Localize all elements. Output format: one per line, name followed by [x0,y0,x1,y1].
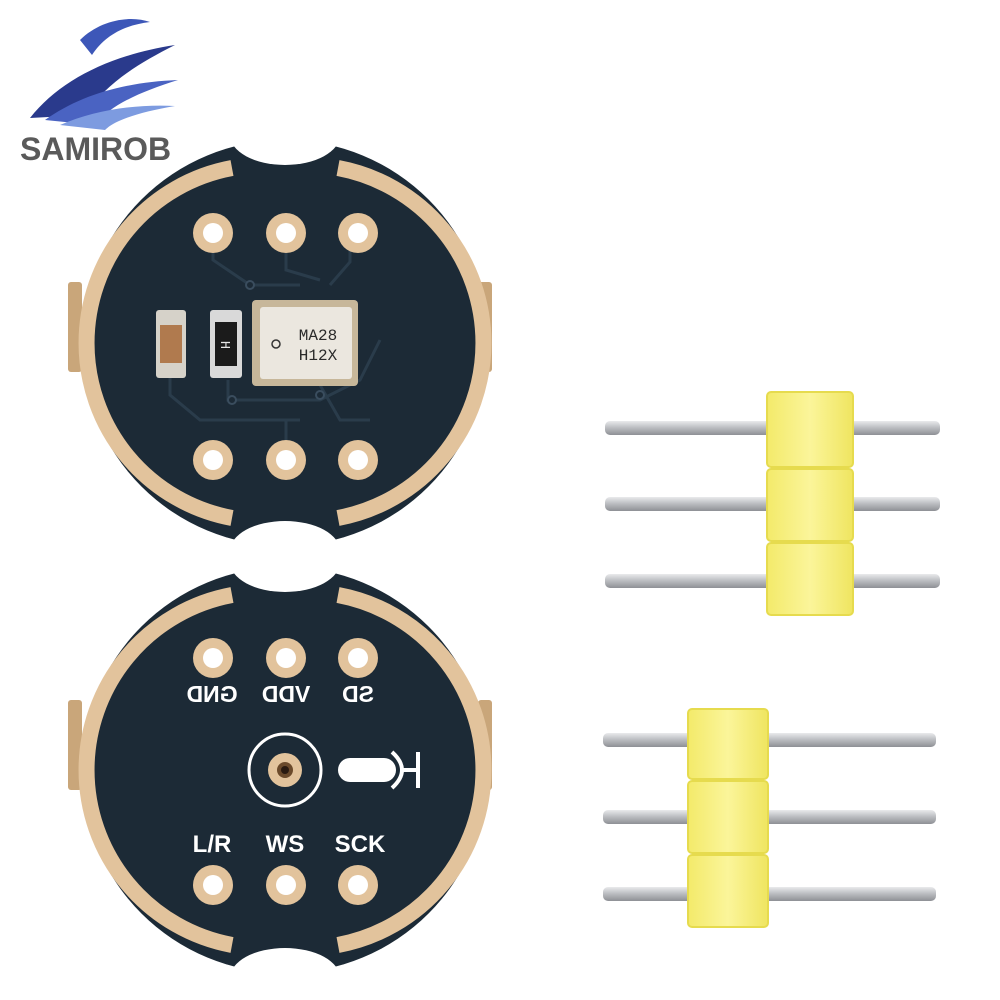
mic-board-top: H MA28 H12X [68,130,492,550]
brand-logo: SAMIROB [20,19,178,167]
mic-chip: MA28 H12X [252,300,358,386]
chip-line-1: MA28 [299,327,337,345]
header-plastic [766,391,854,616]
chip-line-2: H12X [299,347,338,365]
pad-row-top [193,213,378,253]
pin-header-top [605,391,940,616]
header-pins-lower [603,733,936,901]
header-plastic-lower [687,708,769,928]
label-lr: L/R [193,831,232,858]
mic-board-bottom: GND VDD SD L/R WS SCK [68,560,492,980]
wave-icon [30,19,178,130]
pin-header-bottom [603,708,936,928]
microphone-icon [338,750,420,790]
label-sd: SD [342,681,374,707]
pad-row-bottom-bottom-board [193,865,378,905]
label-ws: WS [266,831,305,858]
resistor-mark: H [216,341,232,349]
resistor-component: H [210,310,242,378]
brand-name: SAMIROB [20,131,171,167]
label-sck: SCK [335,831,386,858]
pad-row-top-bottom-board [193,638,378,678]
label-vdd: VDD [262,681,311,707]
capacitor-component [156,310,186,378]
label-gnd: GND [186,681,237,707]
sound-port-icon [247,732,323,808]
pad-row-bottom [193,440,378,480]
